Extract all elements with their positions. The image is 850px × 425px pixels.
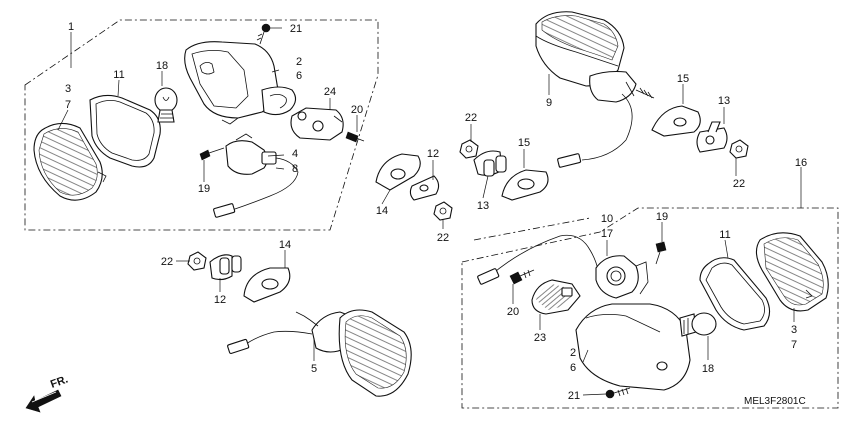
callout-24: 24 [324, 86, 336, 98]
callout-7-right: 7 [791, 339, 797, 351]
callout-18-right: 18 [702, 363, 714, 375]
front-turn-signal-left [227, 309, 412, 397]
lens-left [33, 122, 107, 201]
bulb-right [679, 312, 717, 337]
callout-2-right: 2 [570, 347, 576, 359]
socket-bracket-right [531, 279, 581, 315]
rubber-mount-15-b-hole [517, 178, 535, 190]
callout-21-right: 21 [568, 390, 580, 402]
group-outline-front-left [24, 19, 379, 231]
callout-12-bottom: 12 [214, 294, 226, 306]
bulb-left [154, 87, 178, 123]
screw-19-right [655, 241, 667, 265]
callout-4: 4 [292, 148, 298, 160]
nut-22-d-hole [193, 257, 201, 265]
callout-23: 23 [534, 332, 546, 344]
callout-22-middle-top: 22 [465, 112, 477, 124]
screw-21-right [605, 387, 631, 399]
group-outline-front-right [461, 207, 839, 409]
callout-12-middle: 12 [427, 148, 439, 160]
nut-22-a [729, 139, 749, 159]
callout-8: 8 [292, 163, 298, 175]
screw-20-right [509, 269, 535, 285]
callout-6-right: 6 [570, 362, 576, 374]
callout-22-middle-low: 22 [437, 232, 449, 244]
rubber-mount-15-a-hole [673, 117, 687, 127]
callout-2-left: 2 [296, 56, 302, 68]
lens-right [755, 232, 829, 312]
callout-18-left: 18 [156, 60, 168, 72]
callout-15-top-right: 15 [677, 73, 689, 85]
callout-19-right: 19 [656, 211, 668, 223]
callout-14-bottom: 14 [279, 239, 291, 251]
nut-22-d [187, 251, 207, 271]
callout-13-top-right: 13 [718, 95, 730, 107]
socket-left [213, 133, 299, 218]
socket-bracket-left [290, 107, 344, 141]
socket-right [477, 234, 649, 299]
callout-7-left: 7 [65, 99, 71, 111]
screw-21-left [256, 23, 271, 45]
nut-22-a-hole [735, 145, 743, 153]
callout-22-top-right: 22 [733, 178, 745, 190]
callout-21-left: 21 [290, 23, 302, 35]
housing-right [575, 303, 691, 391]
callout-3-left: 3 [65, 83, 71, 95]
housing-left [184, 41, 297, 125]
screw-20-left [345, 131, 365, 143]
gasket-right [699, 257, 771, 331]
rear-turn-signal [535, 11, 655, 168]
gasket-left [89, 94, 161, 168]
rubber-mount-14-a-hole [390, 168, 406, 180]
callout-6-left: 6 [296, 70, 302, 82]
callout-9: 9 [546, 97, 552, 109]
collar-13-a [696, 121, 728, 153]
rubber-mount-14-b-hole [261, 278, 279, 290]
callout-14-middle: 14 [376, 205, 388, 217]
callout-17: 17 [601, 228, 613, 240]
callout-13-middle: 13 [477, 200, 489, 212]
gasket-right-inner [705, 262, 765, 325]
callout-16: 16 [795, 157, 807, 169]
nut-22-b [459, 139, 479, 159]
callout-1: 1 [68, 21, 74, 33]
callout-5: 5 [311, 363, 317, 375]
callout-20-right: 20 [507, 306, 519, 318]
callout-11-right: 11 [719, 229, 730, 241]
callout-11-left: 11 [113, 69, 124, 81]
callout-15-middle: 15 [518, 137, 530, 149]
front-direction-label: FR. [49, 373, 70, 390]
callout-20-left: 20 [351, 104, 363, 116]
collar-12-b [209, 254, 242, 281]
leader-lines [57, 27, 802, 396]
drawing-code: MEL3F2801C [744, 396, 806, 407]
group-outline-connector [473, 217, 591, 241]
callout-22-bottom-left: 22 [161, 256, 173, 268]
callout-10: 10 [601, 213, 613, 225]
collar-13-b [473, 150, 507, 177]
nut-22-b-hole [465, 145, 473, 153]
collar-12-a [409, 175, 440, 201]
front-direction-indicator: FR. [25, 373, 70, 413]
callout-3-right: 3 [791, 324, 797, 336]
gasket-left-inner [95, 100, 155, 161]
callout-19-left: 19 [198, 183, 210, 195]
nut-22-c [433, 201, 453, 221]
nut-22-c-hole [439, 207, 447, 215]
screw-19-left [199, 147, 225, 161]
